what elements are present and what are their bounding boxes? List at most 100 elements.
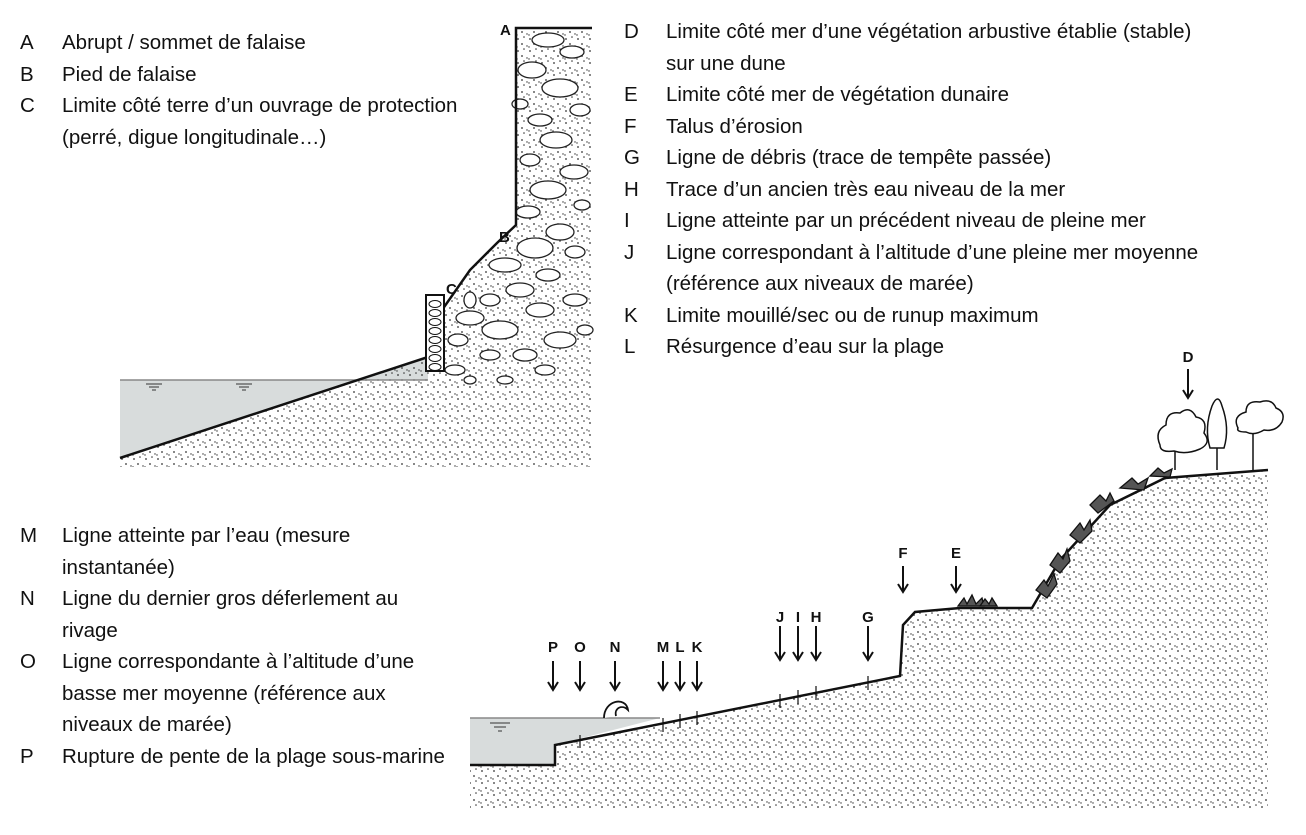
legend-text: Trace d’un ancien très eau niveau de la … [666, 177, 1066, 201]
label-k: K [692, 639, 703, 656]
boulder [517, 61, 547, 79]
boulder [481, 320, 519, 340]
water-level-symbol [146, 383, 252, 391]
label-i: I [796, 609, 800, 626]
boulder [479, 293, 501, 307]
legend-key: P [20, 744, 34, 768]
boulder [527, 113, 553, 127]
boulder [531, 32, 565, 48]
legend-key: A [20, 31, 34, 54]
legend-text: Résurgence d’eau sur la plage [666, 335, 945, 358]
boulder [529, 180, 567, 200]
boulder [564, 245, 586, 259]
beach-water [470, 718, 660, 765]
arrowhead-m [657, 681, 669, 692]
boulder [559, 164, 589, 180]
legend-key: F [624, 114, 637, 138]
legend-key: I [624, 209, 630, 232]
label-a: A [500, 22, 511, 39]
legend-text: Ligne atteinte par un précédent niveau d… [666, 209, 1146, 232]
beach-profile-line [470, 468, 1269, 767]
legend-key: C [20, 94, 35, 117]
legend-item-p: P Rupture de pente de la plage sous-marin… [20, 741, 450, 773]
arrowhead-n [609, 681, 621, 692]
legend-key: O [20, 650, 36, 673]
boulder [543, 331, 577, 349]
arrowhead-o [574, 681, 586, 692]
arrowhead-h [810, 651, 822, 662]
legend-item-n: N Ligne du dernier gros déferlement au ri… [20, 583, 450, 646]
boulder [479, 349, 501, 361]
arrowhead-d [1182, 389, 1194, 400]
water-level-symbol [490, 722, 510, 732]
legend-key: M [20, 524, 38, 547]
boulder [535, 268, 561, 282]
cliff-profile: A B C [119, 22, 594, 467]
arrowhead-p [547, 681, 559, 692]
arrowhead-l [674, 681, 686, 692]
label-g: G [862, 609, 874, 626]
seawall [425, 294, 445, 372]
legend-bottom-left: M Ligne atteinte par l’eau (mesure instan… [20, 520, 450, 772]
boulder [519, 153, 541, 167]
label-e: E [951, 545, 961, 562]
legend-key: L [624, 335, 636, 358]
shrubs-and-trees [1157, 398, 1284, 470]
label-h: H [811, 609, 822, 626]
legend-item-i: I Ligne atteinte par un précédent niveau … [624, 205, 1224, 237]
arrowhead-k [691, 681, 703, 692]
legend-item-g: G Ligne de débris (trace de tempête passé… [624, 142, 1224, 174]
boulder [545, 223, 575, 241]
boulder [512, 348, 538, 362]
boulder [516, 237, 554, 259]
legend-text: Talus d’érosion [666, 114, 803, 138]
legend-text: Ligne du dernier gros déferlement au riv… [62, 587, 399, 642]
label-n: N [610, 639, 621, 656]
arrowhead-f [897, 583, 909, 594]
boulder [444, 364, 466, 376]
boulder [463, 375, 477, 385]
boulder [534, 364, 556, 376]
arrowhead-j [774, 651, 786, 662]
legend-item-f: F Talus d’érosion [624, 111, 1224, 143]
boulder [573, 199, 591, 211]
boulder [539, 131, 573, 149]
legend-key: N [20, 587, 35, 610]
legend-text: Ligne de débris (trace de tempête passée… [666, 146, 1052, 169]
legend-text: Ligne atteinte par l’eau (mesure instant… [62, 524, 351, 579]
beach-tick-marks [579, 676, 869, 748]
legend-key: D [624, 20, 639, 43]
label-d: D [1183, 349, 1194, 366]
legend-key: G [624, 146, 640, 169]
label-c: C [446, 281, 457, 298]
label-j: J [776, 609, 784, 626]
label-f: F [898, 545, 907, 562]
legend-text: Ligne correspondante à l’altitude d’une … [62, 650, 415, 736]
legend-text: Abrupt / sommet de falaise [62, 31, 306, 54]
label-m: M [657, 639, 670, 656]
breaking-wave [603, 700, 630, 719]
boulder [496, 375, 514, 385]
legend-text: Limite côté mer de végétation dunaire [666, 83, 1010, 106]
boulder [559, 45, 585, 59]
boulder [488, 257, 522, 273]
cliff-sediment [120, 357, 428, 467]
boulder [463, 291, 477, 309]
boulder [569, 103, 591, 117]
legend-item-l: L Résurgence d’eau sur la plage [624, 331, 1224, 363]
boulder [455, 310, 485, 326]
boulder [447, 333, 469, 347]
boulder [515, 205, 541, 219]
legend-key: K [624, 303, 638, 327]
legend-text: Rupture de pente de la plage sous-marine [62, 744, 445, 768]
